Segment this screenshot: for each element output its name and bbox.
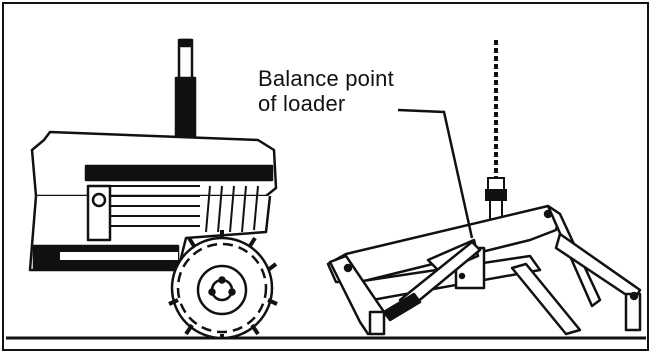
front-loader-icon	[326, 204, 642, 336]
balance-point-callout: Balance point of loader	[258, 66, 394, 116]
tractor-icon	[28, 38, 278, 340]
callout-line-1: Balance point	[258, 66, 394, 91]
callout-line-2: of loader	[258, 91, 346, 116]
callout-leader	[397, 108, 474, 239]
front-tire	[166, 230, 278, 340]
lifting-chain-icon	[485, 40, 507, 237]
